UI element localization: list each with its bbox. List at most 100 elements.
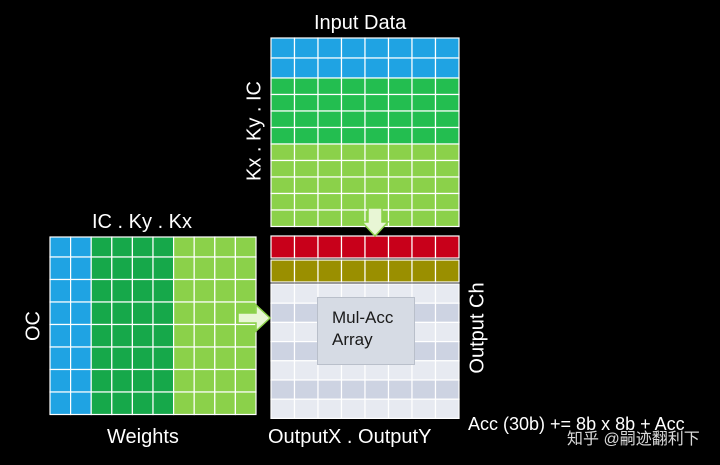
- output-result-cell: [387, 259, 413, 283]
- input-cell: [293, 37, 319, 59]
- weight-cell: [111, 256, 134, 281]
- input-cell: [364, 93, 390, 112]
- input-cell: [364, 57, 390, 79]
- weight-cell: [214, 301, 237, 326]
- input-cell: [270, 110, 296, 129]
- input-cell: [293, 143, 319, 162]
- input-cell: [317, 110, 343, 129]
- input-cell: [340, 93, 366, 112]
- input-cell: [270, 143, 296, 162]
- weight-cell: [234, 368, 257, 393]
- weights-matrix: [49, 236, 257, 416]
- weight-cell: [49, 391, 72, 416]
- mul-acc-cell: [340, 398, 366, 420]
- weight-cell: [173, 368, 195, 393]
- weight-cell: [234, 236, 257, 258]
- weight-cell: [69, 278, 92, 303]
- output-accumulator-cell: [317, 235, 343, 259]
- input-cell: [387, 77, 413, 96]
- weight-cell: [69, 323, 92, 348]
- input-cell: [293, 57, 319, 79]
- weight-cell: [131, 368, 154, 393]
- input-cell: [317, 209, 343, 228]
- weight-cell: [152, 346, 175, 371]
- mul-acc-cell: [293, 302, 319, 324]
- input-cell: [270, 192, 296, 211]
- right-arrow-icon: [237, 303, 272, 333]
- input-cell: [293, 192, 319, 211]
- mul-acc-cell: [317, 379, 343, 400]
- weight-cell: [173, 346, 195, 371]
- input-cell: [411, 143, 437, 162]
- mul-acc-cell: [434, 341, 460, 362]
- input-cell: [340, 143, 366, 162]
- output-accumulator-cell: [270, 235, 296, 259]
- weight-cell: [234, 278, 257, 303]
- input-cell: [317, 57, 343, 79]
- input-cell: [270, 93, 296, 112]
- mul-acc-cell: [411, 341, 437, 362]
- weight-cell: [131, 278, 154, 303]
- weight-cell: [111, 301, 134, 326]
- input-cell: [317, 159, 343, 178]
- output-result-cell: [364, 259, 390, 283]
- mul-acc-cell: [270, 379, 296, 400]
- weight-cell: [234, 346, 257, 371]
- weight-cell: [214, 278, 237, 303]
- input-cell: [293, 77, 319, 96]
- mul-acc-cell: [434, 398, 460, 420]
- weight-cell: [214, 236, 237, 258]
- weight-cell: [193, 368, 216, 393]
- input-cell: [387, 93, 413, 112]
- weight-cell: [193, 301, 216, 326]
- input-cell: [270, 77, 296, 96]
- weight-cell: [234, 391, 257, 416]
- output-accumulator-cell: [364, 235, 390, 259]
- input-cell: [340, 77, 366, 96]
- weight-cell: [90, 236, 113, 258]
- input-cell: [387, 159, 413, 178]
- weight-cell: [90, 301, 113, 326]
- input-data-title: Input Data: [314, 12, 407, 34]
- input-cell: [434, 93, 460, 112]
- weight-cell: [69, 256, 92, 281]
- weight-cell: [193, 236, 216, 258]
- input-data-matrix: [270, 37, 460, 228]
- weight-cell: [90, 323, 113, 348]
- mul-acc-cell: [270, 302, 296, 324]
- weight-cell: [49, 346, 72, 371]
- weight-cell: [111, 346, 134, 371]
- weight-cell: [69, 236, 92, 258]
- mul-acc-cell: [270, 283, 296, 304]
- input-cell: [293, 176, 319, 195]
- input-cell: [317, 143, 343, 162]
- input-cell: [270, 209, 296, 228]
- weight-cell: [49, 301, 72, 326]
- weight-cell: [173, 256, 195, 281]
- input-cell: [411, 159, 437, 178]
- input-cell: [340, 126, 366, 145]
- weight-cell: [193, 256, 216, 281]
- weight-cell: [69, 346, 92, 371]
- weight-cell: [173, 278, 195, 303]
- input-cell: [270, 159, 296, 178]
- mul-acc-cell: [387, 398, 413, 420]
- mul-acc-cell: [434, 302, 460, 324]
- weight-cell: [111, 323, 134, 348]
- mul-acc-cell: [317, 398, 343, 420]
- weight-cell: [214, 256, 237, 281]
- weight-cell: [152, 323, 175, 348]
- mul-acc-cell: [387, 379, 413, 400]
- weight-cell: [173, 301, 195, 326]
- input-cell: [270, 126, 296, 145]
- input-cell: [340, 209, 366, 228]
- weight-cell: [214, 368, 237, 393]
- mul-acc-cell: [411, 283, 437, 304]
- weight-cell: [131, 346, 154, 371]
- mul-acc-cell: [270, 341, 296, 362]
- weight-cell: [131, 256, 154, 281]
- weights-top-label: IC . Ky . Kx: [92, 211, 193, 233]
- input-cell: [364, 176, 390, 195]
- weight-cell: [111, 391, 134, 416]
